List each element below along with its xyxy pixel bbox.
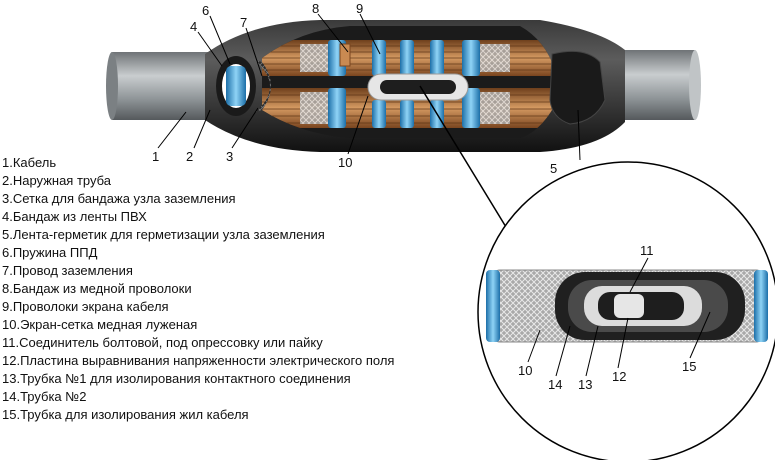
legend-item: 3.Сетка для бандажа узла заземления [2,191,236,206]
legend-item: 15.Трубка для изолирования жил кабеля [2,407,249,422]
legend-item: 4.Бандаж из ленты ПВХ [2,209,147,224]
legend-item: 10.Экран-сетка медная луженая [2,317,198,332]
detail-callout-11: 11 [640,243,654,258]
legend-item: 2.Наружная труба [2,173,112,188]
callout-6: 6 [202,3,210,18]
callout-10: 10 [338,155,353,170]
legend-item: 12.Пластина выравнивания напряженности э… [2,353,395,368]
legend-item: 5.Лента-герметик для герметизации узла з… [2,227,325,242]
callout-lines [157,13,711,377]
legend-item: 11.Соединитель болтовой, под опрессовку … [2,335,323,350]
callout-1: 1 [152,149,160,164]
detail-callout-12: 12 [612,369,627,384]
cable-left [106,52,222,120]
callout-9: 9 [356,1,364,16]
detail-callout-13: 13 [578,377,593,392]
legend-list: 1.Кабель 2.Наружная труба 3.Сетка для ба… [2,154,394,424]
callout-2: 2 [186,149,194,164]
legend-item: 14.Трубка №2 [2,389,87,404]
legend-item: 9.Проволоки экрана кабеля [2,299,169,314]
legend-item: 6.Пружина ППД [2,245,98,260]
callout-3: 3 [226,149,234,164]
detail-callout-15: 15 [682,359,697,374]
legend-item: 8.Бандаж из медной проволоки [2,281,192,296]
joint-interior [262,26,555,138]
callout-5: 5 [550,161,558,176]
legend-item: 1.Кабель [2,155,57,170]
sealing-tape [549,50,606,125]
detail-callout-14: 14 [548,377,563,392]
callout-8: 8 [312,1,320,16]
callout-7: 7 [240,15,248,30]
callout-4: 4 [190,19,198,34]
detail-callout-10: 10 [518,363,533,378]
legend-item: 13.Трубка №1 для изолирования контактног… [2,371,351,386]
detail-zoom [477,161,775,460]
legend-item: 7.Провод заземления [2,263,133,278]
